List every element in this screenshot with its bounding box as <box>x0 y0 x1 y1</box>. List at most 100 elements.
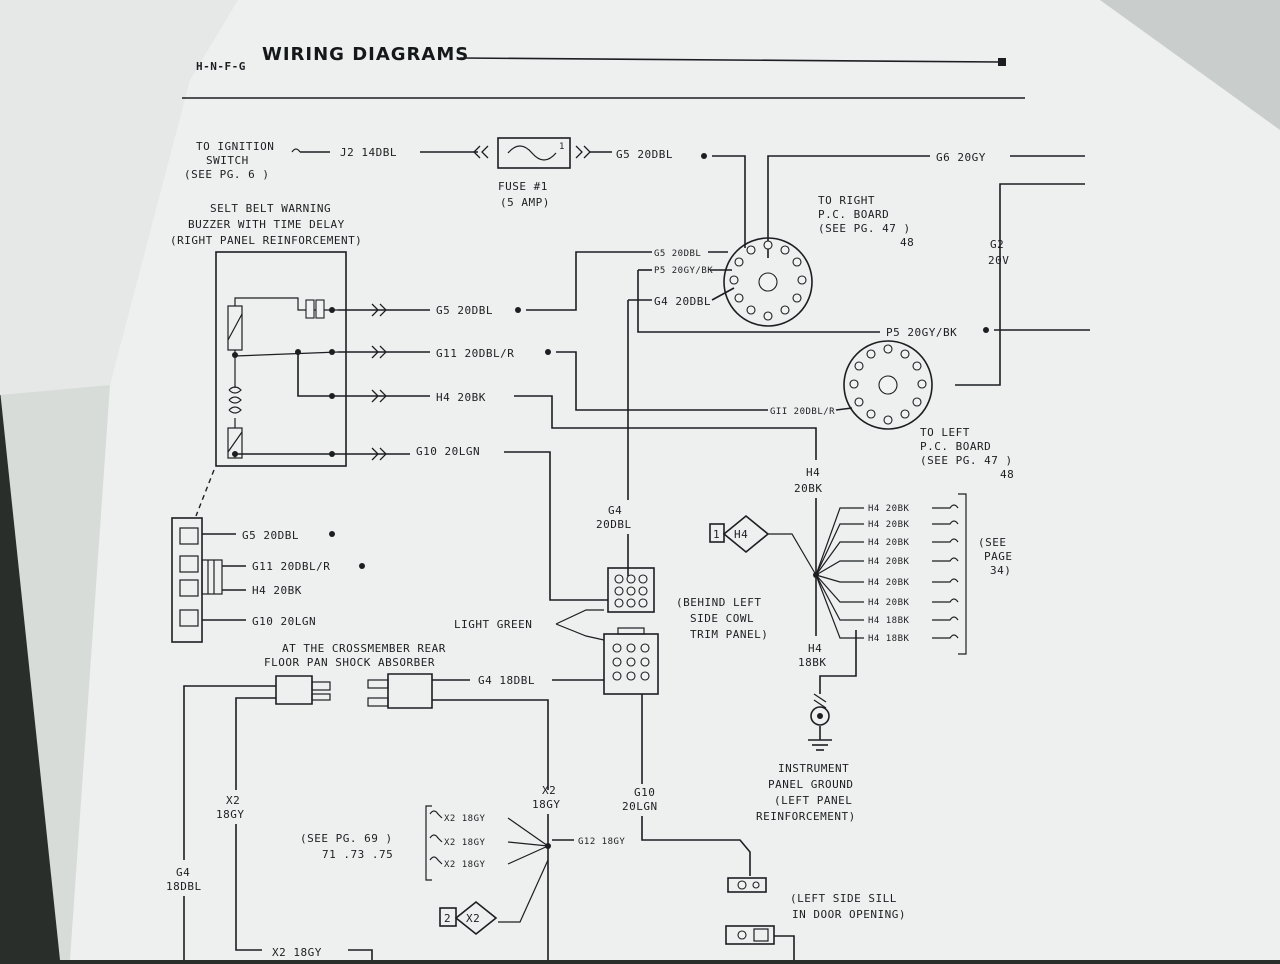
cowl-connector-lower <box>603 627 659 695</box>
buzzer-line3: (RIGHT PANEL REINFORCEMENT) <box>170 234 362 247</box>
terminal-dot <box>329 393 335 399</box>
cowl-connector-upper <box>607 567 655 613</box>
h4-diamond-code: H4 <box>734 528 748 541</box>
bottom-conn-g5-label: G5 20DBL <box>242 529 299 542</box>
x2-branch-wire <box>507 845 549 865</box>
x2-branch-break <box>429 856 443 865</box>
wire-g10 <box>504 451 608 601</box>
wire-h4-mid-connector <box>371 389 387 403</box>
cowl-line3: TRIM PANEL) <box>690 628 768 641</box>
wire-h4-mid-left <box>297 352 430 397</box>
wire-x2-left-down <box>235 824 262 951</box>
wire-g11 <box>556 351 768 411</box>
wire-h4-gauge: 20BK <box>794 482 823 495</box>
right-board-line2: P.C. BOARD <box>818 208 889 221</box>
x2-branch-label: X2 18GY <box>444 814 486 824</box>
wire-g10-lower-code: G10 <box>634 786 655 799</box>
splice-dot <box>232 451 238 457</box>
wire-g2 <box>955 183 1085 386</box>
buzzer-line1: SELT BELT WARNING <box>210 202 331 215</box>
h4-branch-label: H4 20BK <box>868 538 910 548</box>
wire-g5-mid <box>526 251 652 311</box>
wire-g4-18-label: G4 18DBL <box>478 674 535 687</box>
wire-j2-label: J2 14DBL <box>340 146 397 159</box>
h4-diamond-number: 1 <box>713 528 720 541</box>
wire-x2-left-gauge: 18GY <box>216 808 245 821</box>
splice-dot <box>983 327 989 333</box>
ignition-label-line2: SWITCH <box>206 154 249 167</box>
x2-branch-break <box>429 834 443 843</box>
buzzer-internal-circuit <box>227 297 339 459</box>
h4-branch-label: H4 20BK <box>868 504 910 514</box>
h4-branch-label: H4 18BK <box>868 616 910 626</box>
wire-g12-label: G12 18GY <box>578 837 625 847</box>
h4-branch-break <box>932 598 959 603</box>
ground-symbol-icon <box>808 726 832 751</box>
sill-line1: (LEFT SIDE SILL <box>790 892 897 905</box>
wire-h4-mid-label: H4 20BK <box>436 391 486 404</box>
wire-p5 <box>637 270 880 333</box>
ground-line4: REINFORCEMENT) <box>756 810 856 823</box>
fuse-holder <box>497 137 571 169</box>
h4-branch-label: H4 18BK <box>868 634 910 644</box>
h4-branch-wire <box>815 574 864 583</box>
splice-dot <box>295 349 301 355</box>
wire-g10-mid-connector <box>371 447 387 461</box>
ground-wire-break <box>813 693 827 709</box>
wire-g10-lower <box>641 816 751 876</box>
cowl-line1: (BEHIND LEFT <box>676 596 761 609</box>
header-rule-end <box>998 58 1006 66</box>
see-page-34-line2: PAGE <box>984 550 1013 563</box>
crossmember-line2: FLOOR PAN SHOCK ABSORBER <box>264 656 435 669</box>
loose-sheet <box>0 0 240 395</box>
wire-x2-bottom <box>348 949 373 960</box>
sill-ground-terminal-lower <box>725 925 775 945</box>
crossmember-connector-right <box>367 673 433 709</box>
terminal-dot <box>329 307 335 313</box>
fuse-label: FUSE #1 <box>498 180 548 193</box>
h4-diamond-leader <box>768 533 817 576</box>
wire-g11-conn-label: GII 20DBL/R <box>770 407 835 417</box>
wire-x2-bottom-label: X2 18GY <box>272 946 322 959</box>
h4-branch-wire <box>815 507 864 576</box>
wire-g10-lower-gauge: 20LGN <box>622 800 658 813</box>
left-board-line1: TO LEFT <box>920 426 970 439</box>
wire-g4-left-code: G4 <box>176 866 190 879</box>
cowl-line2: SIDE COWL <box>690 612 754 625</box>
wire-h4 <box>514 395 817 460</box>
splice-dot <box>359 563 365 569</box>
left-board-line2: P.C. BOARD <box>920 440 991 453</box>
wire-g11-mid-connector <box>371 345 387 359</box>
wire-g5-top-label: G5 20DBL <box>616 148 673 161</box>
h4-branch-wire <box>815 574 864 621</box>
h4-branches-bracket <box>958 493 967 655</box>
see-page-69-line1: (SEE PG. 69 ) <box>300 832 393 845</box>
terminal-dot <box>329 451 335 457</box>
page-title: WIRING DIAGRAMS <box>262 44 469 65</box>
splice-dot <box>545 349 551 355</box>
fuse-rating: (5 AMP) <box>500 196 550 209</box>
section-code: H-N-F-G <box>196 60 246 73</box>
wire-x2-left-up <box>235 697 276 790</box>
fuse-in-connector <box>473 145 489 159</box>
paper-sheet <box>70 0 1280 960</box>
x2-branch-label: X2 18GY <box>444 860 486 870</box>
wire-g5-mid-connector <box>371 303 387 317</box>
h4-branch-break <box>932 504 959 509</box>
h4-branch-wire <box>815 574 864 603</box>
sill-ground-terminal-upper <box>727 877 767 893</box>
buzzer-connector <box>171 517 223 643</box>
ignition-wire-break <box>291 148 301 153</box>
wire-g5-mid-label: G5 20DBL <box>436 304 493 317</box>
wire-g10-mid-label: G10 20LGN <box>416 445 480 458</box>
splice-dot <box>701 153 707 159</box>
light-green-leader <box>555 609 605 641</box>
see-page-34-line1: (SEE <box>978 536 1007 549</box>
splice-dot <box>329 531 335 537</box>
wire-h4-code: H4 <box>806 466 820 479</box>
wire-h4-18-ground <box>819 630 857 694</box>
ground-line3: (LEFT PANEL <box>774 794 852 807</box>
h4-branch-label: H4 20BK <box>868 520 910 530</box>
